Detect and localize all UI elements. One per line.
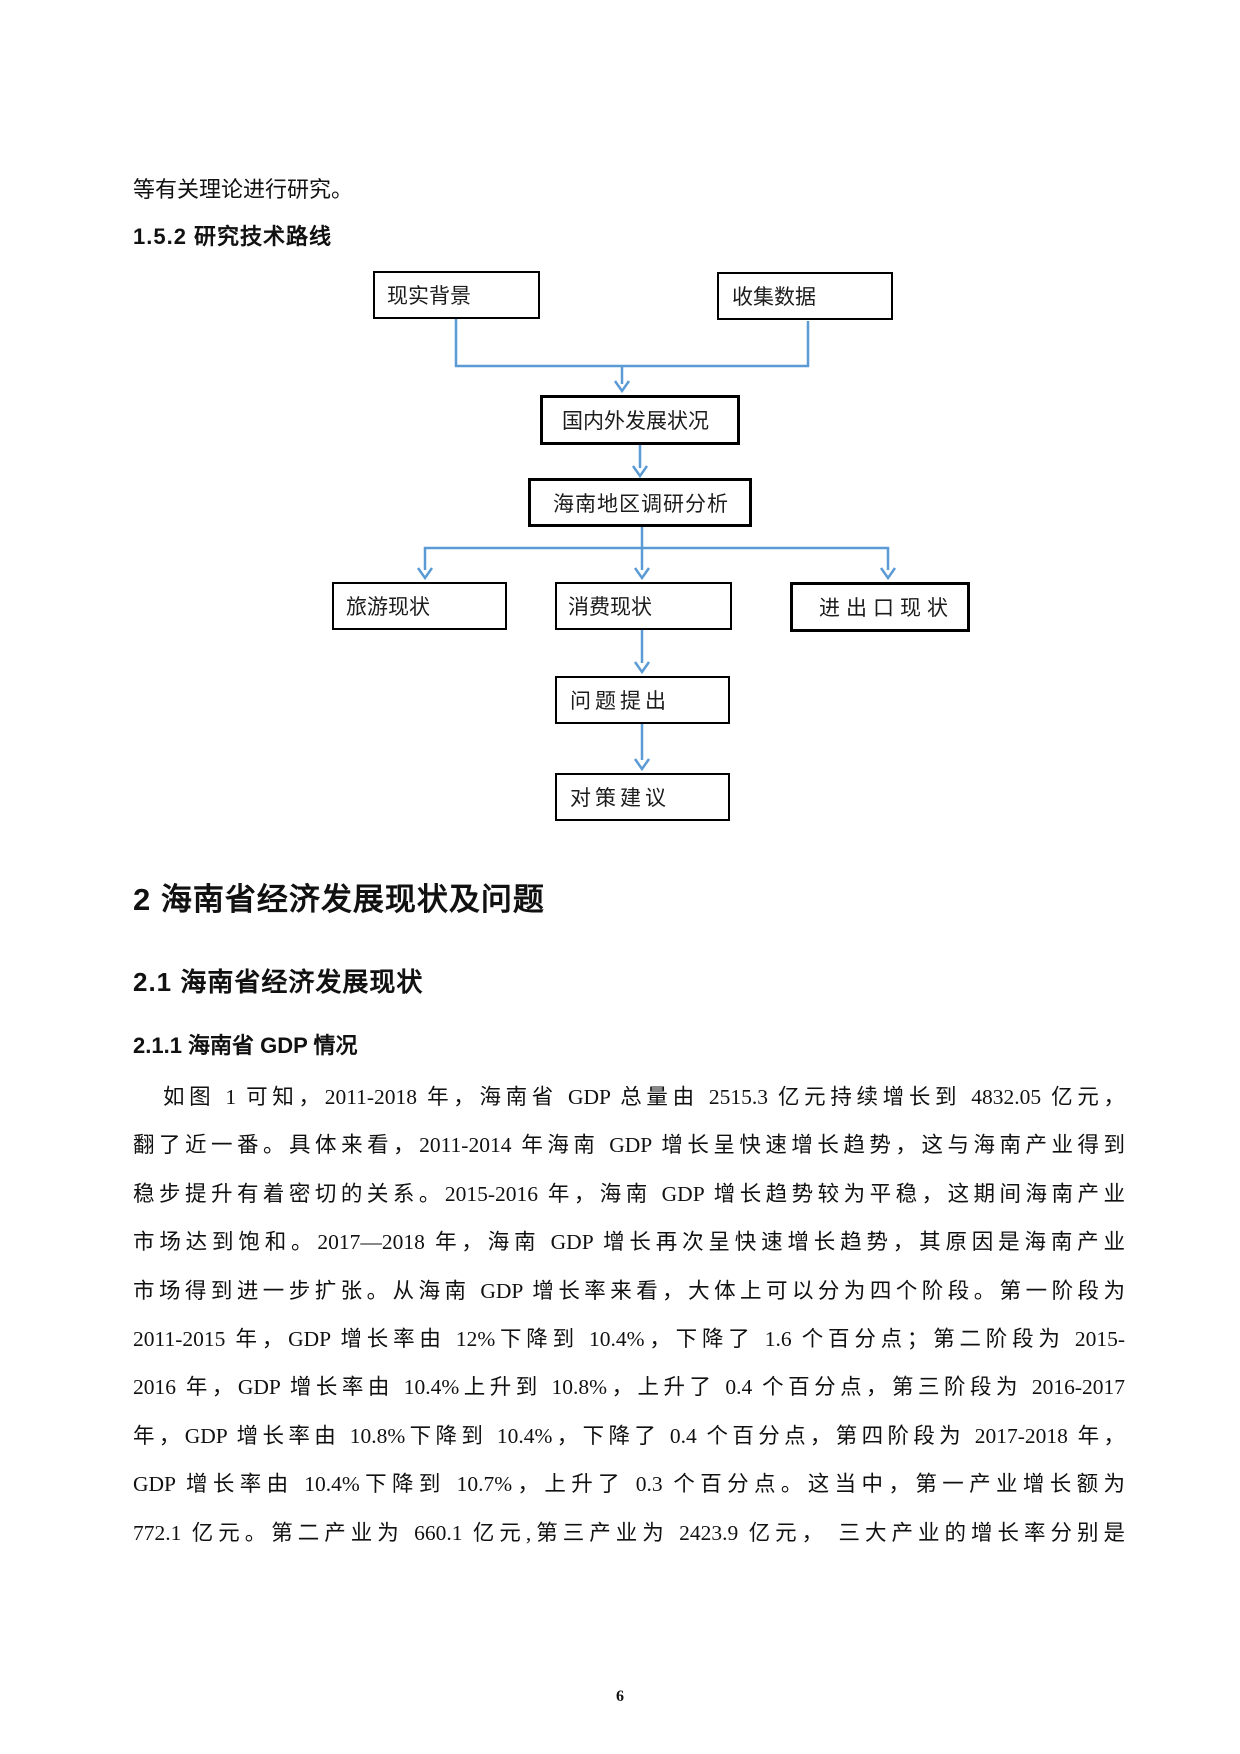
paragraph-line: 年，GDP 增长率由 10.8%下降到 10.4%，下降了 0.4 个百分点，第… — [133, 1423, 1125, 1448]
paragraph-line: 2016 年，GDP 增长率由 10.4%上升到 10.8%，上升了 0.4 个… — [133, 1375, 1125, 1400]
arrowhead-down — [633, 567, 651, 581]
flowchart-node-hainan-research: 海南地区调研分析 — [528, 478, 752, 527]
paragraph-line: 市场得到进一步扩张。从海南 GDP 增长率来看，大体上可以分为四个阶段。第一阶段… — [133, 1278, 1125, 1303]
intro-text: 等有关理论进行研究。 — [133, 177, 354, 202]
paragraph-line: 翻了近一番。具体来看，2011-2014 年海南 GDP 增长呈快速增长趋势，这… — [133, 1133, 1125, 1158]
node-label: 收集数据 — [732, 285, 816, 309]
node-label: 旅游现状 — [346, 595, 430, 619]
flowchart-node-problem-statement: 问题提出 — [555, 676, 730, 724]
arrowhead-down — [631, 465, 649, 479]
paragraph-line: 稳步提升有着密切的关系。2015-2016 年，海南 GDP 增长趋势较为平稳，… — [133, 1181, 1125, 1206]
node-label: 海南地区调研分析 — [553, 491, 729, 516]
flowchart-node-reality-background: 现实背景 — [373, 271, 540, 319]
arrowhead-down — [633, 758, 651, 772]
heading-2-1-1: 2.1.1 海南省 GDP 情况 — [133, 1033, 358, 1058]
paragraph-line: GDP 增长率由 10.4%下降到 10.7%，上升了 0.3 个百分点。这当中… — [133, 1472, 1125, 1497]
flowchart-node-collect-data: 收集数据 — [717, 272, 893, 320]
node-label: 现实背景 — [387, 284, 471, 308]
paragraph-line: 772.1 亿元。第二产业为 660.1 亿元,第三产业为 2423.9 亿元，… — [133, 1520, 1125, 1545]
node-label: 问题提出 — [570, 689, 670, 713]
paragraph-line: 2011-2015 年，GDP 增长率由 12%下降到 10.4%，下降了 1.… — [133, 1326, 1125, 1351]
paragraph-line: 市场达到饱和。2017—2018 年，海南 GDP 增长再次呈快速增长趋势，其原… — [133, 1230, 1125, 1255]
arrowhead-down — [416, 567, 434, 581]
node-label: 进出口现状 — [819, 596, 954, 620]
node-label: 消费现状 — [568, 595, 652, 619]
flowchart-node-tourism-status: 旅游现状 — [332, 582, 507, 630]
heading-2-1: 2.1 海南省经济发展现状 — [133, 967, 424, 997]
node-label: 国内外发展状况 — [562, 409, 709, 433]
heading-1-5-2: 1.5.2 研究技术路线 — [133, 224, 333, 249]
flowchart-node-import-export-status: 进出口现状 — [790, 582, 970, 632]
page-number: 6 — [616, 1688, 624, 1705]
node-label: 对策建议 — [570, 786, 670, 810]
arrowhead-down — [613, 380, 631, 394]
paragraph-line: 如图 1 可知，2011-2018 年，海南省 GDP 总量由 2515.3 亿… — [163, 1085, 1125, 1109]
arrowhead-down — [633, 661, 651, 675]
flowchart-connectors — [416, 319, 897, 772]
flowchart-node-domestic-development: 国内外发展状况 — [540, 395, 740, 445]
flowchart-node-countermeasures: 对策建议 — [555, 773, 730, 821]
research-flowchart: 现实背景 收集数据 国内外发展状况 海南地区调研分析 旅游现状 消费现状 进出口… — [0, 0, 1240, 860]
heading-chapter-2: 2 海南省经济发展现状及问题 — [133, 882, 545, 917]
gdp-paragraph: 如图 1 可知，2011-2018 年，海南省 GDP 总量由 2515.3 亿… — [133, 1073, 1125, 1557]
arrowhead-down — [879, 567, 897, 581]
flowchart-node-consumption-status: 消费现状 — [555, 582, 732, 630]
